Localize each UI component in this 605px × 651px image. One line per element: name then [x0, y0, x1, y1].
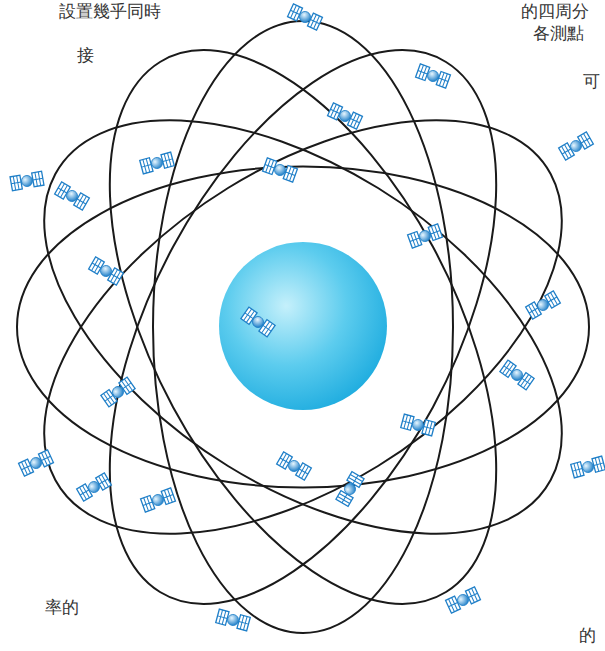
page-text-fragment: 的 [578, 626, 597, 645]
page-text-fragment: 可 [582, 72, 601, 91]
satellite-icons [10, 4, 605, 631]
earth-sphere [219, 242, 387, 410]
page-text-fragment: 的四周分 [520, 2, 590, 21]
page-text-fragment: 接 [76, 46, 95, 65]
page-text-fragment: 設置幾乎同時 [58, 2, 162, 21]
page-text-fragment: 率的 [44, 598, 80, 617]
page-text-fragment: 各測點 [532, 24, 585, 43]
